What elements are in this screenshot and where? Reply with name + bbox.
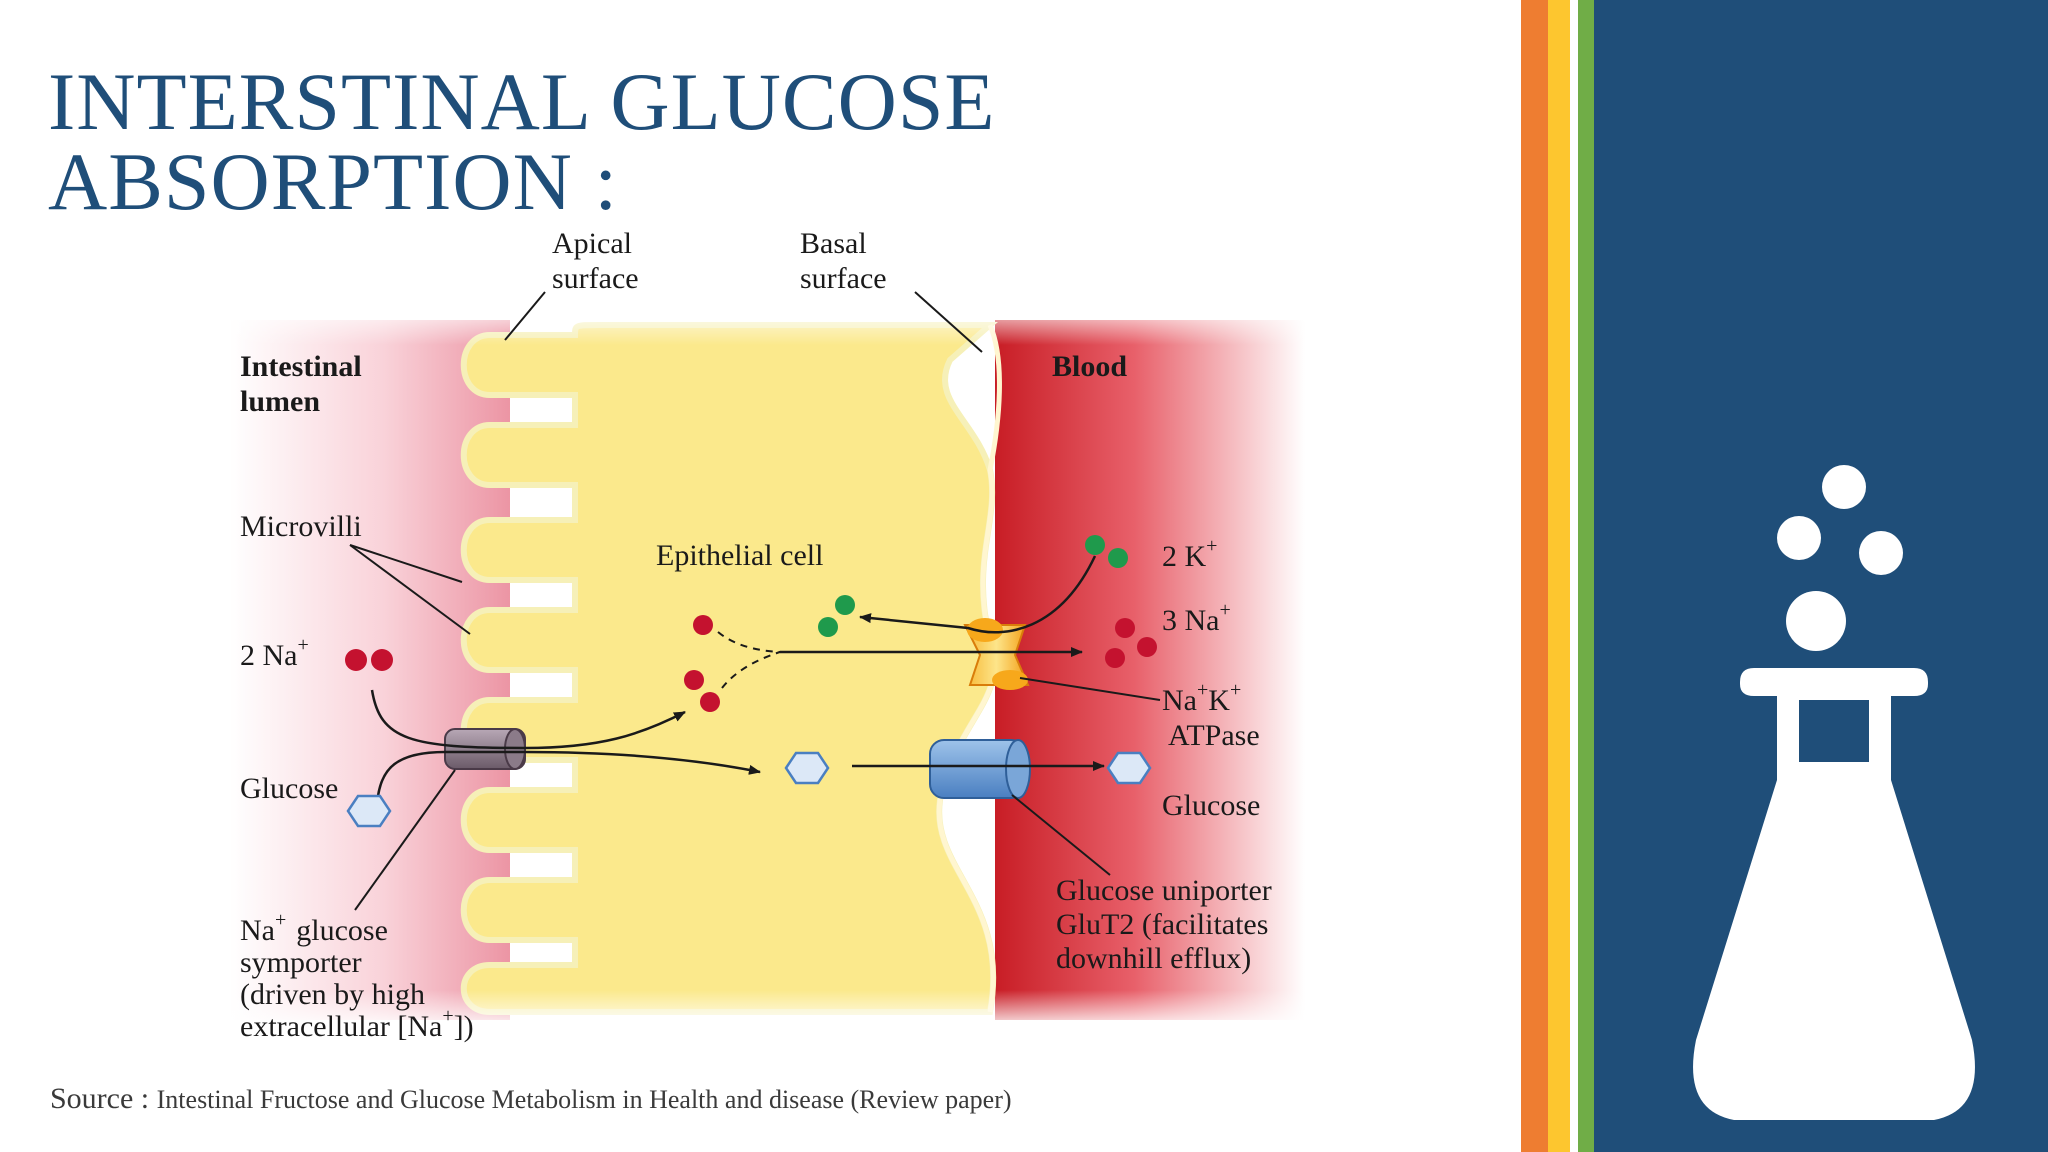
epithelial-cell — [460, 322, 998, 1015]
source-prefix: Source : — [50, 1082, 157, 1115]
microvilli-leader-2 — [349, 544, 471, 635]
three-sodium-text: 3 Na — [1162, 604, 1219, 637]
orange-stripe — [1521, 0, 1548, 1152]
bubble-icon — [1777, 516, 1821, 560]
two-sodium-label: 2 Na+ — [240, 634, 309, 672]
white-stripe — [1570, 0, 1578, 1152]
symporter-label-3: (driven by high — [240, 978, 425, 1011]
symporter-glucose-text: glucose — [296, 914, 388, 947]
blood-label: Blood — [1052, 350, 1127, 383]
glucose-blood-label: Glucose — [1162, 789, 1260, 822]
uniporter-label-2: GluT2 (facilitates — [1056, 908, 1268, 941]
basal-leader — [914, 291, 983, 353]
two-sodium-text: 2 Na — [240, 639, 297, 672]
uniporter-label-3: downhill efflux) — [1056, 942, 1251, 975]
potassium-ion — [1108, 548, 1128, 568]
sodium-ion — [693, 615, 713, 635]
sodium-dashed-path-2 — [721, 651, 781, 689]
symporter-na-charge: + — [275, 909, 286, 931]
intestinal-lumen-label-1: Intestinal — [240, 350, 362, 383]
na-k-atpase-na-charge: + — [1197, 679, 1208, 701]
sodium-ion — [1137, 637, 1157, 657]
glucose-symporter-path — [376, 750, 761, 797]
apical-leader — [504, 291, 546, 341]
symporter-na-text: Na — [240, 914, 275, 947]
symporter-extracellular-charge: + — [442, 1005, 453, 1027]
sodium-ion — [345, 649, 367, 671]
sodium-symporter-path — [370, 689, 686, 750]
two-potassium-charge: + — [1206, 535, 1217, 557]
source-citation: Source : Intestinal Fructose and Glucose… — [50, 1082, 1490, 1116]
apical-surface-label-1: Apical — [552, 227, 632, 260]
symporter-label-1: Na+ glucose — [240, 909, 388, 947]
symporter-extracellular-text: extracellular [Na — [240, 1010, 442, 1043]
glut2-uniporter — [929, 739, 1031, 799]
na-k-atpase-k-charge: + — [1230, 679, 1241, 701]
glucose-molecule — [1106, 751, 1152, 785]
symporter-extracellular-close: ]) — [454, 1010, 474, 1043]
three-sodium-label: 3 Na+ — [1162, 599, 1231, 637]
potassium-ion — [818, 617, 838, 637]
glucose-molecule — [346, 794, 392, 828]
na-k-atpase-label-2: ATPase — [1168, 719, 1260, 752]
sodium-ion — [1115, 618, 1135, 638]
sodium-ion — [1105, 648, 1125, 668]
intestinal-lumen-label-2: lumen — [240, 385, 320, 418]
two-potassium-text: 2 K — [1162, 540, 1207, 573]
basal-surface-label-1: Basal — [800, 227, 867, 260]
na-k-atpase-k-text: K — [1208, 684, 1230, 717]
top-fade — [200, 300, 1350, 345]
apical-surface-label-2: surface — [552, 262, 639, 295]
potassium-influx-arrow — [859, 555, 1097, 634]
title-line-2: ABSORPTION : — [48, 136, 619, 223]
bubble-icon — [1786, 591, 1846, 651]
sodium-dashed-path-1 — [717, 631, 781, 653]
uniporter-label-1: Glucose uniporter — [1056, 874, 1272, 907]
potassium-ion — [1085, 535, 1105, 555]
bubble-icon — [1822, 465, 1866, 509]
atpase-leader — [1019, 677, 1161, 701]
three-sodium-charge: + — [1219, 599, 1230, 621]
source-text: Intestinal Fructose and Glucose Metaboli… — [156, 1085, 1012, 1114]
bubble-icon — [1859, 531, 1903, 575]
na-k-atpase-label-1: Na+K+ — [1162, 679, 1241, 717]
blood-region — [995, 320, 1305, 1020]
microvilli-label: Microvilli — [240, 510, 362, 543]
two-potassium-label: 2 K+ — [1162, 535, 1217, 573]
basal-surface-label-2: surface — [800, 262, 887, 295]
slide-title: INTERSTINAL GLUCOSE ABSORPTION : — [48, 62, 1498, 222]
green-stripe — [1578, 0, 1594, 1152]
epithelial-cell-label: Epithelial cell — [656, 539, 823, 572]
flask-body-icon — [1693, 668, 1975, 1120]
yellow-stripe — [1548, 0, 1570, 1152]
potassium-ion — [835, 595, 855, 615]
uniporter-leader — [1011, 794, 1111, 876]
bottom-fade — [200, 990, 1350, 1030]
glucose-lumen-label: Glucose — [240, 772, 338, 805]
flask-icon — [1693, 465, 1975, 1120]
na-k-atpase-na-text: Na — [1162, 684, 1197, 717]
symporter-label-4: extracellular [Na+]) — [240, 1005, 474, 1043]
symporter-label-2: symporter — [240, 946, 362, 979]
glucose-molecule — [784, 751, 830, 785]
sidebar-panel — [1594, 0, 2048, 1152]
sodium-ion — [684, 670, 704, 690]
na-k-atpase-pump — [963, 618, 1030, 690]
sodium-ion — [700, 692, 720, 712]
microvilli-leader-1 — [349, 544, 463, 583]
symporter-leader — [354, 769, 456, 911]
two-sodium-charge: + — [297, 634, 308, 656]
title-line-1: INTERSTINAL GLUCOSE — [48, 62, 996, 147]
sodium-ion — [371, 649, 393, 671]
